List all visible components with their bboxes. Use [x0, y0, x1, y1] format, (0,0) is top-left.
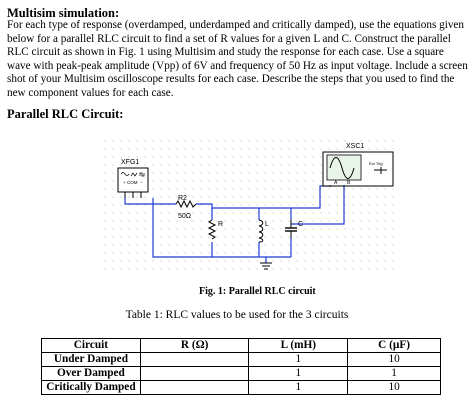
oscilloscope: Ext Trig A B — [322, 151, 394, 187]
instructions-paragraph: For each type of response (overdamped, u… — [7, 19, 468, 99]
rlc-values-table: Circuit R (Ω) L (mH) C (µF) Under Damped… — [41, 338, 441, 395]
waveform-icons — [120, 172, 145, 177]
scope-channel-a: A — [334, 180, 338, 186]
row-c-cell: 10 — [347, 380, 441, 395]
scope-screen — [326, 154, 362, 181]
fg-com-label: COM — [127, 180, 138, 185]
table-row: Critically Damped 1 10 — [41, 380, 441, 395]
table-caption: Table 1: RLC values to be used for the 3… — [125, 309, 349, 321]
row-circuit-cell: Under Damped — [41, 352, 141, 367]
ext-trig-label: Ext Trig — [369, 161, 383, 166]
subheading: Parallel RLC Circuit: — [7, 107, 124, 121]
row-c-cell: 1 — [347, 366, 441, 381]
row-circuit-cell: Critically Damped — [41, 380, 141, 395]
header-l: L (mH) — [248, 338, 349, 353]
r2-label: R2 — [178, 195, 187, 202]
r-resistor — [207, 219, 217, 240]
scope-channel-b: B — [347, 180, 351, 186]
function-generator-label: XFG1 — [121, 159, 139, 166]
l-label: L — [265, 221, 269, 228]
r2-value: 50Ω — [178, 213, 191, 220]
row-r-cell — [139, 352, 250, 367]
row-circuit-cell: Over Damped — [41, 366, 141, 381]
row-r-cell — [139, 366, 250, 381]
fg-plus-com-minus: + — [123, 180, 126, 185]
row-l-cell: 1 — [248, 366, 349, 381]
function-generator: + COM − — [117, 167, 149, 198]
table-row: Under Damped 1 10 — [41, 352, 441, 367]
header-c: C (µF) — [347, 338, 441, 353]
row-l-cell: 1 — [248, 380, 349, 395]
r-label: R — [218, 221, 223, 228]
c-label: C — [298, 221, 303, 228]
fg-minus: − — [140, 180, 143, 185]
row-l-cell: 1 — [248, 352, 349, 367]
section-heading: Multisim simulation: — [7, 6, 120, 20]
row-c-cell: 10 — [347, 352, 441, 367]
row-r-cell — [139, 380, 250, 395]
l-inductor — [258, 219, 264, 243]
r2-resistor — [175, 199, 197, 209]
ground-icon — [260, 262, 272, 270]
table-row: Over Damped 1 1 — [41, 366, 441, 381]
header-r: R (Ω) — [139, 338, 250, 353]
sine-wave-icon — [329, 157, 355, 179]
rlc-schematic: XFG1 + COM − R2 50Ω R L — [104, 136, 396, 276]
oscilloscope-label: XSC1 — [346, 143, 364, 150]
circuit-wires — [124, 185, 345, 263]
table-header-row: Circuit R (Ω) L (mH) C (µF) — [41, 338, 441, 353]
figure-caption: Fig. 1: Parallel RLC circuit — [199, 286, 316, 297]
c-capacitor — [285, 220, 297, 238]
header-circuit: Circuit — [41, 338, 141, 353]
